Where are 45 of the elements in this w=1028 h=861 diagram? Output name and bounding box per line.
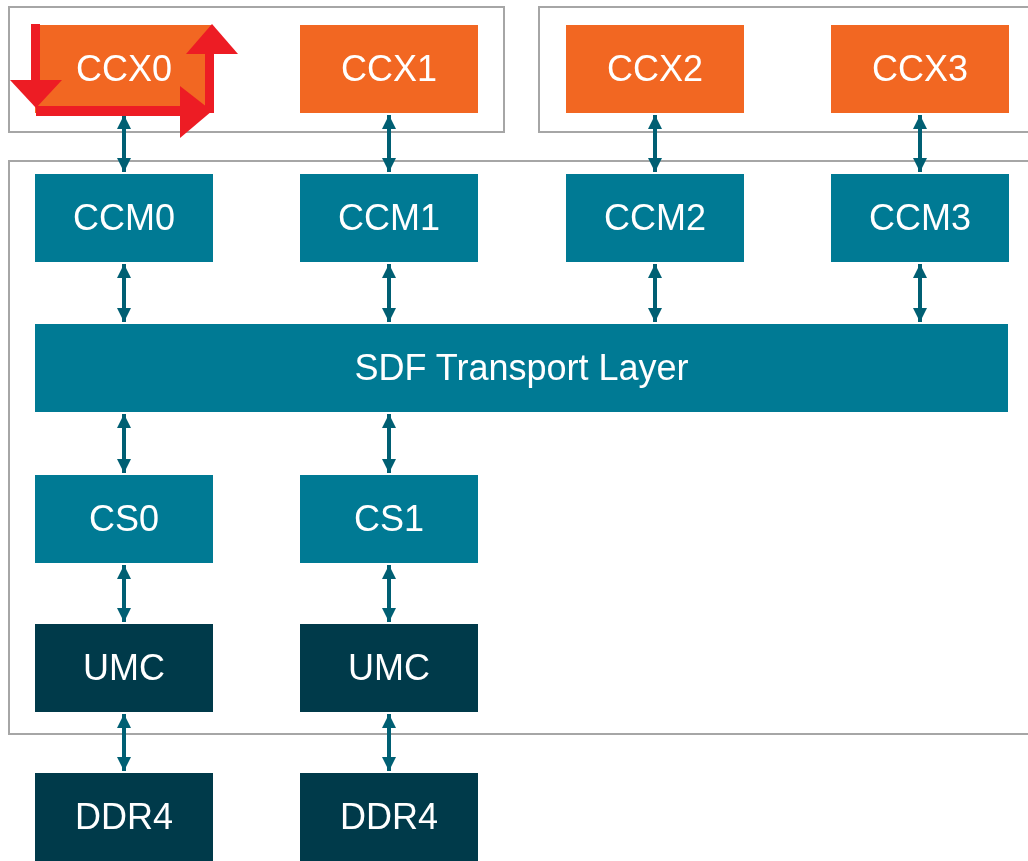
- block-label: CCX1: [341, 48, 437, 90]
- block-label: CCM3: [869, 197, 971, 239]
- double-arrow: [382, 264, 396, 322]
- block-box: [566, 25, 744, 113]
- block-label: CCX2: [607, 48, 703, 90]
- double-arrow: [382, 115, 396, 172]
- block-label: CCM1: [338, 197, 440, 239]
- double-arrow: [117, 264, 131, 322]
- double-arrow: [382, 565, 396, 622]
- double-arrow: [117, 714, 131, 771]
- double-arrow: [382, 414, 396, 473]
- block-box: [300, 174, 478, 262]
- double-arrow: [117, 115, 131, 172]
- block-box: [300, 624, 478, 712]
- block-box: [300, 773, 478, 861]
- double-arrow: [648, 115, 662, 172]
- double-arrow: [117, 414, 131, 473]
- block-label: CCX0: [76, 48, 172, 90]
- group-frame: [538, 6, 1028, 133]
- transport-layer-bar: [35, 324, 1008, 412]
- block-box: [831, 25, 1009, 113]
- block-label: CCM0: [73, 197, 175, 239]
- block-label: CCX3: [872, 48, 968, 90]
- block-label: CS1: [354, 498, 424, 540]
- block-box: [35, 475, 213, 563]
- block-box: [831, 174, 1009, 262]
- block-label: CCM2: [604, 197, 706, 239]
- block-box: [566, 174, 744, 262]
- double-arrow: [648, 264, 662, 322]
- block-box: [35, 773, 213, 861]
- block-box: [300, 475, 478, 563]
- block-box: [35, 174, 213, 262]
- double-arrow: [913, 264, 927, 322]
- block-label: UMC: [348, 647, 430, 689]
- double-arrow: [913, 115, 927, 172]
- double-arrow: [117, 565, 131, 622]
- group-frame: [8, 160, 1028, 735]
- block-label: SDF Transport Layer: [354, 347, 689, 389]
- block-label: CS0: [89, 498, 159, 540]
- block-box: [300, 25, 478, 113]
- block-label: DDR4: [340, 796, 438, 838]
- block-label: UMC: [83, 647, 165, 689]
- block-label: DDR4: [75, 796, 173, 838]
- block-box: [35, 624, 213, 712]
- double-arrow: [382, 714, 396, 771]
